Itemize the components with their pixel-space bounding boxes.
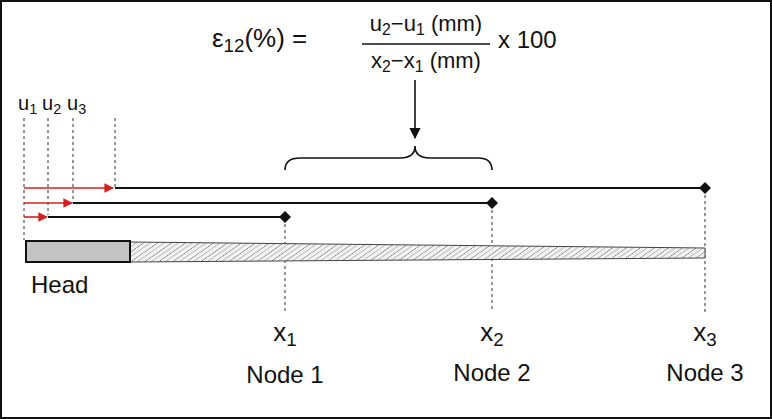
displacement-label: u1 (18, 92, 37, 114)
displacement-label: u3 (67, 92, 86, 114)
strand-cable (130, 242, 705, 262)
position-label: x3 (693, 318, 716, 347)
gauge-lines (48, 188, 705, 217)
pointer-arrow (414, 80, 416, 138)
anchor-head: Head (25, 240, 131, 263)
strain-formula: ε12(%) = (212, 24, 307, 53)
formula-denominator: x2−x1 (mm) (371, 49, 481, 73)
formula-numerator: u2−u1 (mm) (370, 12, 482, 36)
position-label: x2 (480, 318, 503, 347)
formula-factor: x 100 (498, 27, 557, 53)
reference-lines (24, 118, 705, 312)
head-label: Head (31, 271, 88, 299)
node-label: Node 1 (246, 362, 323, 388)
node-diamonds (279, 182, 711, 223)
position-label: x1 (273, 318, 296, 347)
node-label: Node 2 (453, 360, 530, 386)
displacement-label: u2 (42, 92, 61, 114)
brace (285, 146, 492, 170)
node-label: Node 3 (666, 360, 743, 386)
fraction-bar (362, 43, 490, 45)
